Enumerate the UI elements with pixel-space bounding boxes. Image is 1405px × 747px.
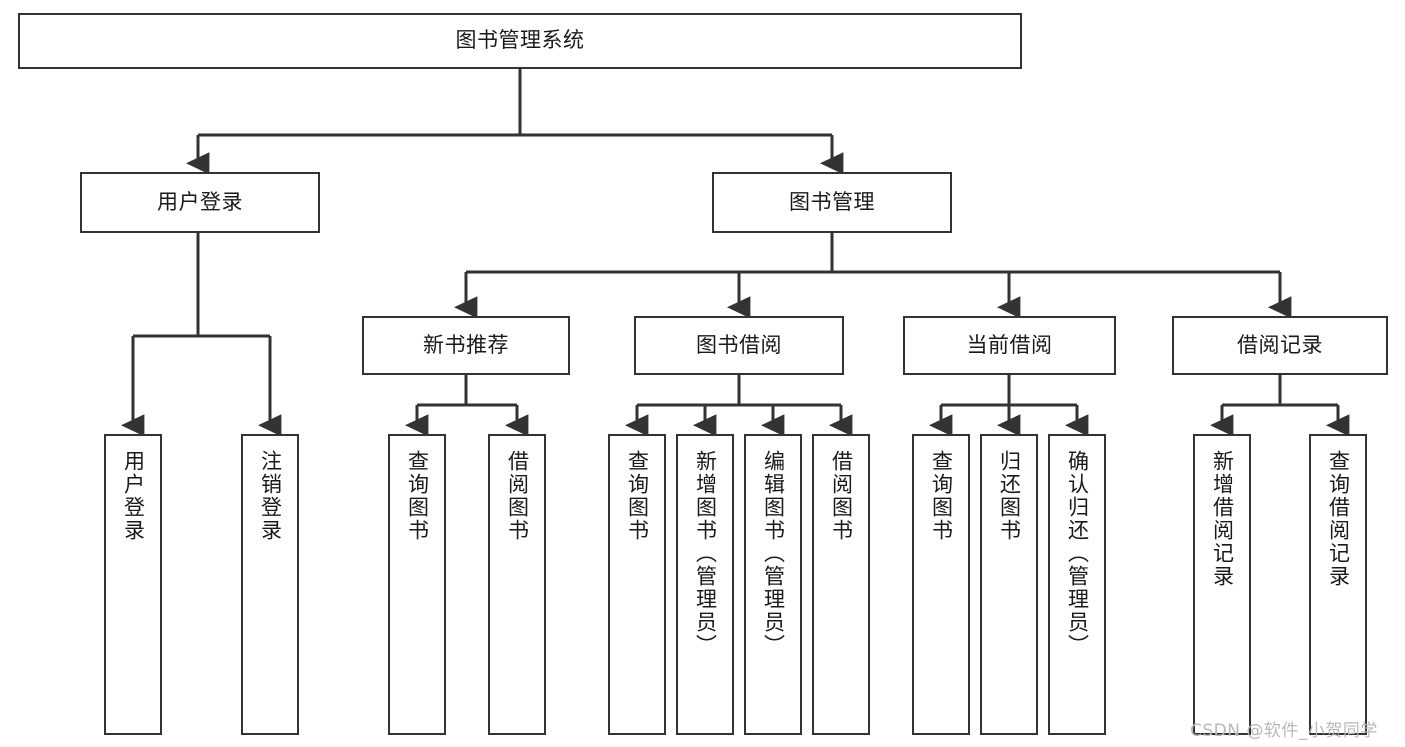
node-label: 借阅图书 (505, 450, 530, 542)
node-user-login[interactable]: 用户登录 (80, 172, 320, 233)
node-book-borrow[interactable]: 图书借阅 (634, 316, 844, 375)
node-label: 图书管理 (789, 189, 875, 214)
node-label: 查询借阅记录 (1326, 450, 1351, 588)
node-label: 用户登录 (121, 450, 146, 542)
node-label: 图书管理系统 (455, 28, 585, 53)
leaf-borrow-books[interactable]: 借阅图书 (812, 434, 870, 735)
leaf-edit-book-admin[interactable]: 编辑图书（管理员） (744, 434, 802, 735)
node-label: 查询图书 (929, 450, 954, 542)
node-label: 新增借阅记录 (1210, 450, 1235, 588)
node-label: 确认归还（管理员） (1065, 450, 1090, 657)
node-label: 当前借阅 (966, 332, 1053, 357)
leaf-query-books-recommend[interactable]: 查询图书 (388, 434, 446, 735)
node-label: 编辑图书（管理员） (761, 450, 786, 657)
node-label: 归还图书 (997, 450, 1022, 542)
leaf-logout[interactable]: 注销登录 (241, 434, 299, 735)
node-new-book-recommendation[interactable]: 新书推荐 (362, 316, 570, 375)
node-label: 新书推荐 (423, 332, 509, 357)
node-borrow-records[interactable]: 借阅记录 (1172, 316, 1388, 375)
leaf-return-books[interactable]: 归还图书 (980, 434, 1038, 735)
node-book-management[interactable]: 图书管理 (712, 172, 952, 233)
leaf-query-borrow-record[interactable]: 查询借阅记录 (1309, 434, 1367, 735)
leaf-query-books-borrow[interactable]: 查询图书 (608, 434, 666, 735)
node-label: 用户登录 (157, 189, 243, 214)
node-label: 新增图书（管理员） (693, 450, 718, 657)
leaf-add-book-admin[interactable]: 新增图书（管理员） (676, 434, 734, 735)
node-book-management-system[interactable]: 图书管理系统 (18, 13, 1022, 69)
node-label: 图书借阅 (696, 332, 782, 357)
node-label: 查询图书 (625, 450, 650, 542)
node-label: 借阅图书 (829, 450, 854, 542)
leaf-add-borrow-record[interactable]: 新增借阅记录 (1193, 434, 1251, 735)
leaf-query-books-current[interactable]: 查询图书 (912, 434, 970, 735)
node-label: 注销登录 (258, 450, 283, 542)
node-label: 查询图书 (405, 450, 430, 542)
csdn-watermark: CSDN @软件_小贺同学 (1190, 721, 1378, 741)
leaf-borrow-books-recommend[interactable]: 借阅图书 (488, 434, 546, 735)
leaf-confirm-return-admin[interactable]: 确认归还（管理员） (1048, 434, 1106, 735)
node-current-borrow[interactable]: 当前借阅 (903, 316, 1116, 375)
node-label: 借阅记录 (1237, 332, 1323, 357)
leaf-user-login[interactable]: 用户登录 (104, 434, 162, 735)
